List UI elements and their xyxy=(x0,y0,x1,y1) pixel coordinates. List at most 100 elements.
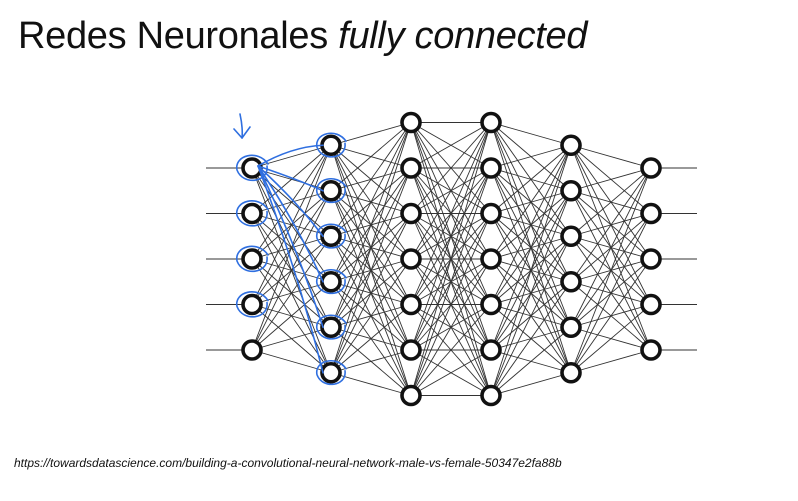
edge-l2-n6-to-n2 xyxy=(410,213,492,396)
node-l3-5 xyxy=(480,339,502,361)
edge-l0-n4-to-n0 xyxy=(251,145,332,351)
edge-l1-n5-to-n0 xyxy=(330,122,412,373)
edge-l0-n4-to-n4 xyxy=(251,326,332,351)
edge-l2-n6-to-n0 xyxy=(410,122,492,396)
edge-l3-n5-to-n0 xyxy=(490,145,572,351)
hand-annotations xyxy=(233,113,347,385)
node-l5-3 xyxy=(640,293,662,316)
edge-l3-n2-to-n0 xyxy=(490,144,572,214)
ink-circle-layer2-0 xyxy=(316,132,347,158)
edge-l1-n1-to-n0 xyxy=(330,122,412,192)
edge-l0-n0-to-n0 xyxy=(251,144,332,169)
edge-l3-n6-to-n3 xyxy=(490,281,572,396)
edge-l0-n4-to-n2 xyxy=(251,235,332,351)
node-l5-2 xyxy=(640,248,662,270)
edge-l1-n5-to-n6 xyxy=(330,372,412,396)
node-l4-5 xyxy=(560,361,582,384)
edge-l2-n5-to-n0 xyxy=(410,122,492,351)
node-l2-0 xyxy=(400,111,422,134)
ink-connection-1 xyxy=(257,165,324,192)
ink-circle-input-3 xyxy=(236,291,269,318)
edge-l2-n2-to-n0 xyxy=(410,122,492,214)
node-l5-0 xyxy=(640,157,662,179)
edge-l3-n4-to-n0 xyxy=(490,145,572,305)
edge-l2-n3-to-n0 xyxy=(410,122,492,260)
node-l4-3 xyxy=(560,270,582,293)
node-l4-4 xyxy=(560,316,582,339)
edge-l3-n1-to-n0 xyxy=(490,144,572,169)
edge-l3-n3-to-n0 xyxy=(490,144,572,260)
ink-circle-layer2-4 xyxy=(316,314,347,340)
ink-connection-2 xyxy=(257,165,324,238)
ink-circle-layer2-5 xyxy=(316,360,347,385)
edge-l4-n5-to-n1 xyxy=(570,213,652,373)
node-l4-0 xyxy=(560,134,582,157)
node-l1-5 xyxy=(320,361,342,384)
ink-circle-input-1 xyxy=(236,200,269,227)
node-l3-4 xyxy=(480,293,502,316)
node-l5-1 xyxy=(640,202,662,225)
title-emphasis: fully connected xyxy=(338,15,588,57)
edge-l1-n5-to-n4 xyxy=(330,304,412,374)
ink-connection-5 xyxy=(257,165,324,374)
node-l2-4 xyxy=(400,293,422,316)
node-l3-3 xyxy=(480,248,502,270)
edge-l1-n5-to-n5 xyxy=(330,349,412,374)
edge-l3-n0-to-n0 xyxy=(490,122,572,146)
node-l0-2 xyxy=(241,248,263,270)
node-l4-1 xyxy=(560,179,582,202)
edge-l0-n3-to-n0 xyxy=(251,145,332,305)
edge-l3-n6-to-n5 xyxy=(490,372,572,396)
edge-l4-n1-to-n0 xyxy=(570,167,652,192)
edge-l3-n6-to-n4 xyxy=(490,326,572,396)
edge-l1-n0-to-n0 xyxy=(330,122,412,146)
node-l1-2 xyxy=(320,225,342,248)
edge-l2-n1-to-n0 xyxy=(410,122,492,169)
edge-l2-n6-to-n3 xyxy=(410,258,492,396)
edge-l4-n5-to-n3 xyxy=(570,304,652,374)
ink-circle-layer2-2 xyxy=(316,223,347,249)
edge-l1-n4-to-n0 xyxy=(330,122,412,328)
ink-circle-layer2-1 xyxy=(316,178,347,203)
node-l1-4 xyxy=(320,316,342,339)
node-l2-3 xyxy=(400,248,422,270)
source-url: https://towardsdatascience.com/building-… xyxy=(14,456,562,470)
edge-l2-n6-to-n5 xyxy=(410,349,492,396)
edge-l3-n6-to-n0 xyxy=(490,145,572,396)
title-main: Redes Neuronales xyxy=(18,15,339,57)
node-l4-2 xyxy=(560,225,582,248)
ink-arrow-shaft xyxy=(239,113,244,139)
edge-l4-n5-to-n0 xyxy=(570,167,652,373)
edge-l4-n5-to-n2 xyxy=(570,258,652,374)
ink-circle-input-2 xyxy=(236,245,269,272)
node-l1-3 xyxy=(320,270,342,293)
ink-circle-layer2-3 xyxy=(316,269,347,294)
node-l1-1 xyxy=(320,179,342,202)
network-edges xyxy=(251,122,652,396)
edge-l2-n6-to-n4 xyxy=(410,304,492,396)
edge-l0-n2-to-n0 xyxy=(251,144,332,260)
node-l2-6 xyxy=(400,384,422,407)
node-l0-1 xyxy=(241,202,263,225)
node-l1-0 xyxy=(320,134,342,157)
node-l3-2 xyxy=(480,202,502,225)
edge-l1-n2-to-n0 xyxy=(330,122,412,237)
edge-l0-n4-to-n5 xyxy=(251,349,332,374)
node-l5-4 xyxy=(640,339,662,361)
node-l2-1 xyxy=(400,157,422,179)
edge-l4-n5-to-n4 xyxy=(570,349,652,374)
edge-l0-n4-to-n3 xyxy=(251,281,332,351)
node-l3-6 xyxy=(480,384,502,407)
edge-l4-n4-to-n0 xyxy=(570,167,652,328)
ink-connection-3 xyxy=(257,165,324,283)
edge-l3-n6-to-n1 xyxy=(490,190,572,396)
edge-l1-n5-to-n2 xyxy=(330,213,412,373)
edge-l2-n6-to-n1 xyxy=(410,167,492,396)
slide-title: Redes Neuronales fully connected xyxy=(18,14,588,58)
edge-l0-n4-to-n1 xyxy=(251,190,332,351)
node-l3-0 xyxy=(480,111,502,134)
edge-l2-n4-to-n0 xyxy=(410,122,492,305)
edge-l0-n1-to-n0 xyxy=(251,144,332,214)
node-l0-3 xyxy=(241,293,263,316)
